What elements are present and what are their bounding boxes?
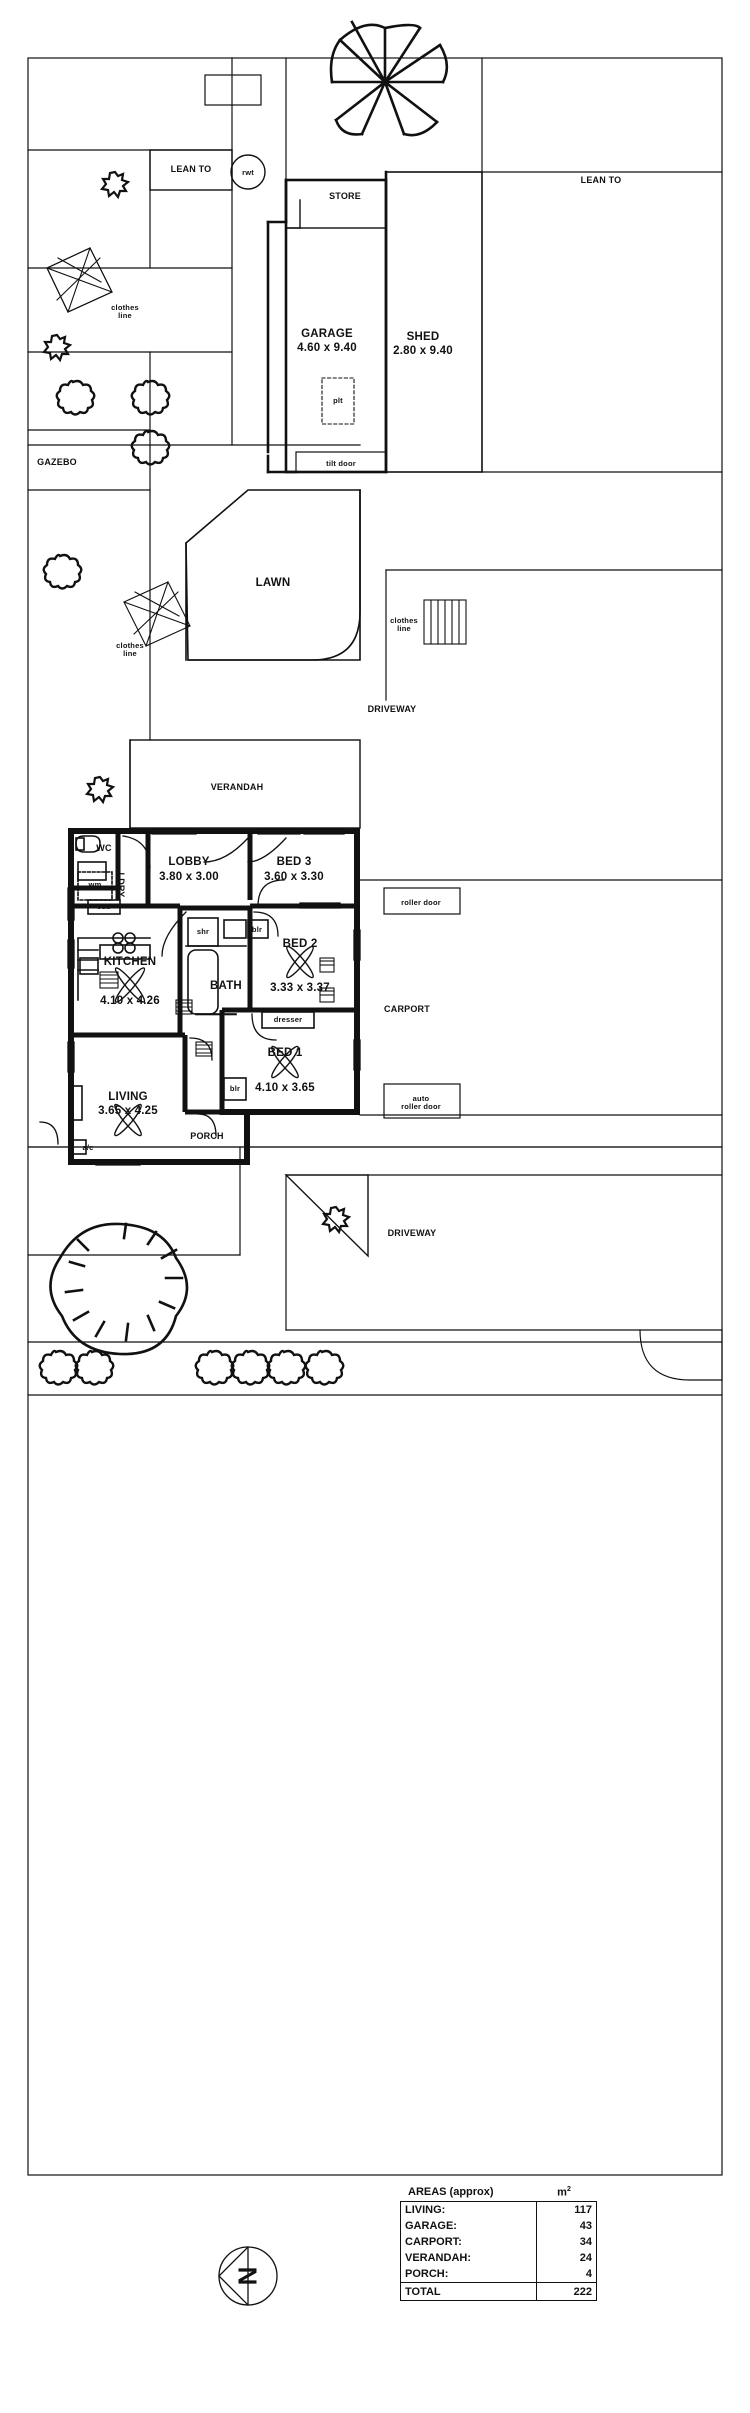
areas-title: AREAS (approx) [408, 2186, 494, 2198]
label-lawn: LAWN [255, 576, 291, 589]
table-row: LIVING: 117 [400, 2200, 597, 2218]
table-row: GARAGE: 43 [400, 2217, 597, 2234]
label-shr: shr [196, 926, 210, 936]
area-value-porch: 4 [536, 2265, 597, 2283]
label-driveway-bottom: DRIVEWAY [387, 1228, 437, 1239]
label-shed: SHED [406, 330, 440, 343]
label-cub: cub [97, 901, 111, 911]
label-lobby: LOBBY [168, 855, 210, 868]
label-lobby-dims: 3.80 x 3.00 [159, 870, 219, 883]
areas-table-header: AREAS (approx) m2 [400, 2186, 650, 2199]
label-tilt-door: tilt door [326, 458, 356, 468]
label-garage-dims: 4.60 x 9.40 [297, 341, 357, 354]
label-wc: WC [96, 843, 112, 854]
compass-north-letter: N [232, 2266, 263, 2286]
area-value-total: 222 [536, 2281, 597, 2301]
area-value-garage: 43 [536, 2217, 597, 2234]
table-row-total: TOTAL 222 [400, 2281, 597, 2301]
label-carport: CARPORT [384, 1004, 430, 1015]
label-bed-2-dims: 3.33 x 3.37 [270, 981, 330, 994]
label-ldry: LDRY [115, 872, 126, 898]
north-compass: N [218, 2246, 278, 2306]
areas-unit-header: m2 [557, 2186, 571, 2199]
area-label-porch: PORCH: [400, 2265, 537, 2283]
label-bed-3: BED 3 [276, 855, 312, 868]
label-rwt: rwt [242, 167, 254, 177]
label-gazebo: GAZEBO [37, 457, 77, 468]
label-verandah: VERANDAH [210, 782, 264, 793]
area-label-garage: GARAGE: [400, 2217, 537, 2234]
label-clothes-line-top: clothes line [111, 302, 139, 320]
table-row: PORCH: 4 [400, 2265, 597, 2283]
label-kitchen-dims: 4.10 x 4.26 [100, 994, 160, 1007]
areas-table: LIVING: 117 GARAGE: 43 CARPORT: 34 VERAN… [400, 2200, 597, 2301]
label-clothes-line-right: clothes line [390, 615, 418, 633]
label-plt: plt [333, 395, 343, 405]
area-value-verandah: 24 [536, 2249, 597, 2266]
label-bed-2: BED 2 [282, 937, 318, 950]
area-label-total: TOTAL [400, 2281, 537, 2301]
label-bed-1: BED 1 [267, 1046, 303, 1059]
label-shed-dims: 2.80 x 9.40 [393, 344, 453, 357]
label-auto-roller-door: auto roller door [401, 1093, 441, 1111]
area-value-carport: 34 [536, 2233, 597, 2250]
label-driveway-top: DRIVEWAY [367, 704, 417, 715]
area-label-verandah: VERANDAH: [400, 2249, 537, 2266]
label-garage: GARAGE [301, 327, 353, 340]
label-blr-bed2: blr [251, 924, 263, 934]
label-bed-3-dims: 3.60 x 3.30 [264, 870, 324, 883]
label-store: STORE [329, 191, 361, 202]
areas-table-block: AREAS (approx) m2 LIVING: 117 GARAGE: 43… [400, 2186, 650, 2301]
table-row: CARPORT: 34 [400, 2233, 597, 2250]
label-bath: BATH [210, 979, 242, 992]
label-ac: a/c [82, 1142, 94, 1152]
label-living-dims: 3.65 x 4.25 [98, 1104, 158, 1117]
table-row: VERANDAH: 24 [400, 2249, 597, 2266]
label-dresser: dresser [273, 1014, 303, 1024]
area-label-living: LIVING: [400, 2200, 537, 2218]
label-living: LIVING [108, 1090, 148, 1103]
label-clothes-line-mid: clothes line [116, 640, 144, 658]
area-label-carport: CARPORT: [400, 2233, 537, 2250]
label-lean-to-right: LEAN TO [580, 175, 622, 186]
label-wm: wm [88, 879, 102, 889]
area-value-living: 117 [536, 2200, 597, 2218]
label-roller-door: roller door [401, 897, 441, 907]
label-blr-bed1: blr [229, 1083, 241, 1093]
label-kitchen: KITCHEN [103, 955, 157, 968]
label-bed-1-dims: 4.10 x 3.65 [255, 1081, 315, 1094]
label-lean-to-left: LEAN TO [170, 164, 212, 175]
label-porch: PORCH [190, 1131, 224, 1142]
